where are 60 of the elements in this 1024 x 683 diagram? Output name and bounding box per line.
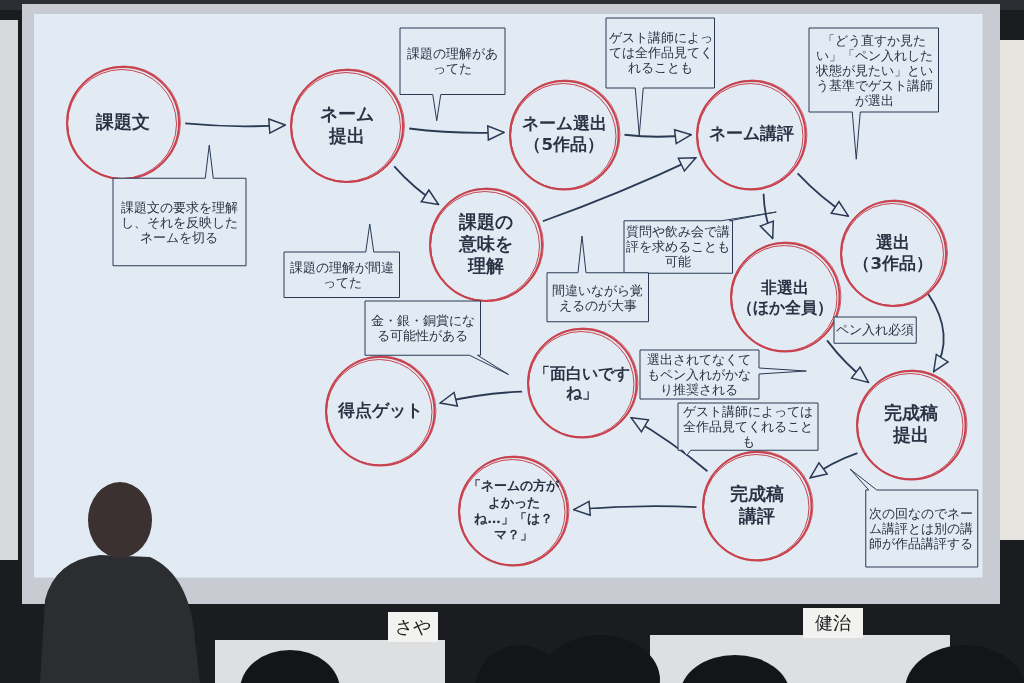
callout-text: ゲスト講師によっては全作品見てくれることも [682, 402, 814, 450]
circle-node [694, 77, 809, 192]
callout-text: 課題の理解が間違ってた [289, 258, 395, 292]
circle-node [507, 77, 622, 192]
circle-node [426, 186, 545, 304]
circle-node [288, 67, 407, 185]
name-card: さや [388, 612, 438, 642]
node-label: 得点ゲット [337, 399, 424, 422]
arrow [826, 339, 870, 384]
speech-bubble [283, 223, 401, 299]
node-label: 非選出（ほか全員） [737, 276, 832, 319]
node-label: ネーム提出 [319, 103, 376, 148]
arrow [809, 452, 859, 479]
arrow [796, 172, 850, 218]
arrow [184, 118, 287, 134]
speech-bubble [638, 349, 807, 400]
speech-bubble [363, 300, 510, 376]
node-label: ネーム選出（5作品） [520, 112, 608, 156]
node-label: 「ネームの方がよかったね…」「は？マ？」 [468, 477, 559, 545]
note-box [832, 315, 917, 344]
callout-text: 金・銀・銅賞になる可能性がある [369, 312, 476, 346]
speech-bubble [111, 144, 247, 267]
circle-node [64, 63, 183, 182]
circle-node [853, 368, 968, 483]
speech-bubble [398, 27, 506, 122]
callout-text: ゲスト講師によっては全作品見てくれることも [608, 29, 713, 77]
speech-bubble [848, 468, 979, 568]
arrow [759, 192, 775, 240]
callout-text: 課題文の要求を理解し、それを反映したネームを切る [119, 198, 239, 247]
arrow [541, 156, 697, 223]
circle-node [524, 326, 639, 441]
circle-node [323, 354, 438, 469]
callout-text: 「どう直すか見たい」「ペン入れした状態が見たい」という基準でゲスト講師が選出 [814, 31, 934, 110]
callout-text: 質問や飲み会で講評を求めることも可能 [625, 223, 731, 272]
node-label: 「面白いですね」 [532, 362, 631, 405]
speech-bubble [677, 401, 819, 456]
circle-node [837, 198, 949, 310]
node-label: ネーム講評 [708, 123, 795, 146]
callout-text: 間違いながら覚えるのが大事 [551, 281, 644, 315]
node-label: 課題文 [95, 110, 152, 134]
name-card: 健治 [803, 608, 863, 638]
node-label: 選出（3作品） [852, 231, 935, 275]
arrow [623, 128, 693, 145]
node-label: 課題の意味を理解 [457, 211, 514, 278]
arrow [408, 125, 505, 141]
arrow [572, 500, 698, 517]
callout-text: 課題の理解があってた [405, 45, 499, 79]
callout-text: 選出されてなくてもペン入れがかなり推奨される [646, 351, 752, 399]
arrow [393, 165, 440, 206]
speech-bubble [622, 210, 777, 274]
arrow [630, 416, 709, 473]
node-label: 完成稿講評 [728, 482, 785, 528]
node-label: 完成稿提出 [882, 402, 939, 448]
callout-text: ペン入れ必須 [835, 321, 914, 340]
circle-node [456, 453, 571, 569]
callout-text: 次の回なのでネーム講評とは別の講師が作品講評する [868, 505, 975, 553]
speech-bubble [808, 27, 940, 161]
arrow [927, 293, 949, 373]
arrow [439, 390, 523, 407]
circle-node [699, 448, 814, 563]
